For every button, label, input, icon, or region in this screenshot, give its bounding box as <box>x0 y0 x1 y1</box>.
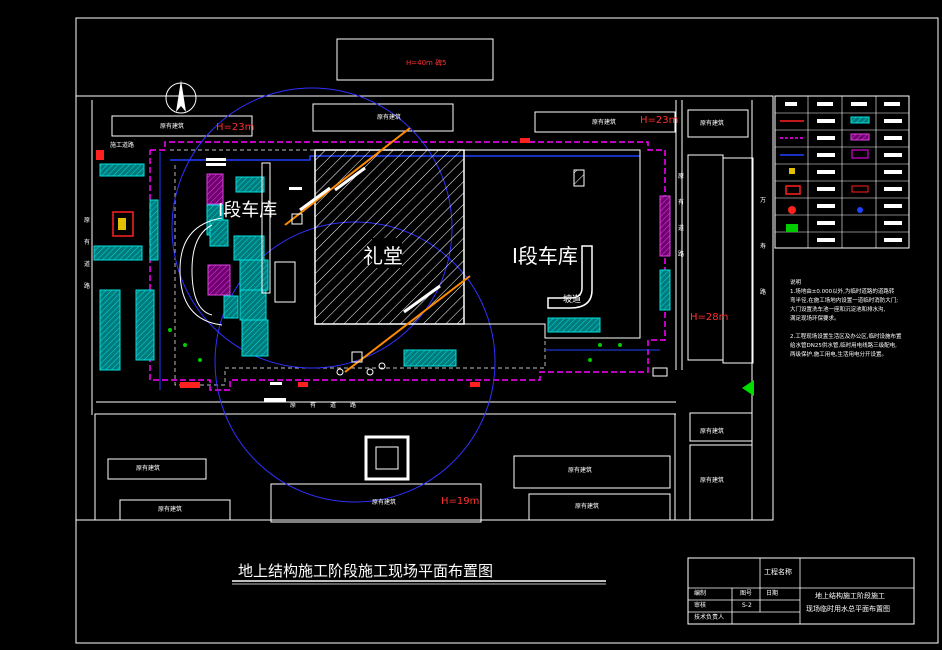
south-road-label: 原有道路 <box>290 402 371 409</box>
existing-building-label: 原有建筑 <box>700 428 725 435</box>
drawing-name-2: 现场临时用水总平面布置图 <box>806 605 890 613</box>
notes-line: 大门设置洗车池一座和沉淀池和排水沟, <box>790 307 886 313</box>
height-right-mid: H=28m <box>690 312 729 323</box>
height-left-top: H=23m <box>216 122 255 133</box>
notes-heading: 说明 <box>790 280 802 286</box>
existing-building-label: 原有建筑 <box>592 119 617 126</box>
auditorium-block <box>314 149 465 325</box>
existing-building-label: 原有建筑 <box>136 465 161 472</box>
height-right-top: H=23m <box>640 115 679 126</box>
garage-label-2: I段车库 <box>218 200 278 221</box>
notes-line: 2.工程现场设置生活区及办公区,临时设施布置 <box>790 334 902 340</box>
existing-building-label: 原有建筑 <box>160 123 185 130</box>
notes-line: 给水管DN25供水管,临时用电线路三级配电, <box>790 343 897 349</box>
date-label: 日期 <box>766 590 779 597</box>
east-outer-road-label: 万寿路 <box>760 197 767 296</box>
existing-building-label: 原有建筑 <box>700 120 725 127</box>
notes-line: 1.场地由±0.000以外,为临时道路的道路转 <box>790 289 895 295</box>
existing-building-label: 原有建筑 <box>377 114 402 121</box>
drawing-name: 地上结构施工阶段施工 <box>815 592 885 600</box>
notes-line: 满足现场环保要求。 <box>790 316 840 322</box>
gate-icon <box>742 380 754 396</box>
construction-road-label: 施工道路 <box>110 142 135 149</box>
titleblock-row: 编制 <box>694 590 707 597</box>
titleblock-row: 技术负责人 <box>694 614 725 621</box>
height-bottom: H=19m <box>441 496 480 507</box>
notes-line: 弯半径,在施工场地内设置一道临时消防大门; <box>790 298 899 304</box>
notes-block: 说明 1.场地由±0.000以外,为临时道路的道路转 弯半径,在施工场地内设置一… <box>790 279 910 360</box>
title-block <box>687 557 915 625</box>
sheet-label: 图号 <box>740 590 753 597</box>
garage-label-1: I段车库 <box>512 244 578 268</box>
existing-building-label: 原有建筑 <box>700 477 725 484</box>
site-fence <box>149 141 666 391</box>
east-road-label: 原有道路 <box>678 173 685 258</box>
existing-building-label: 原有建筑 <box>158 506 183 513</box>
existing-building-label: 原有建筑 <box>372 499 397 506</box>
top-note-box <box>336 38 494 81</box>
project-name-label: 工程名称 <box>764 568 792 576</box>
existing-building-label: 原有建筑 <box>575 503 600 510</box>
sheet-value: S-2 <box>742 602 752 609</box>
notes-line: 两级保护,施工用电,生活用电分开设置。 <box>790 352 887 358</box>
top-note: H=40m 碑5 <box>406 59 447 67</box>
crane-jib-2 <box>344 275 471 373</box>
west-road-label: 原有道路 <box>84 217 91 290</box>
north-arrow-icon <box>165 80 197 114</box>
crane-jib-1 <box>284 127 411 226</box>
existing-building-label: 原有建筑 <box>568 467 593 474</box>
tower-crane-icon <box>291 213 386 376</box>
drawing-title: 地上结构施工阶段施工现场平面布置图 <box>238 562 494 580</box>
titleblock-row: 审核 <box>694 602 707 609</box>
ramp-label: 坡道 <box>563 295 582 305</box>
auditorium-label: 礼堂 <box>363 244 403 268</box>
